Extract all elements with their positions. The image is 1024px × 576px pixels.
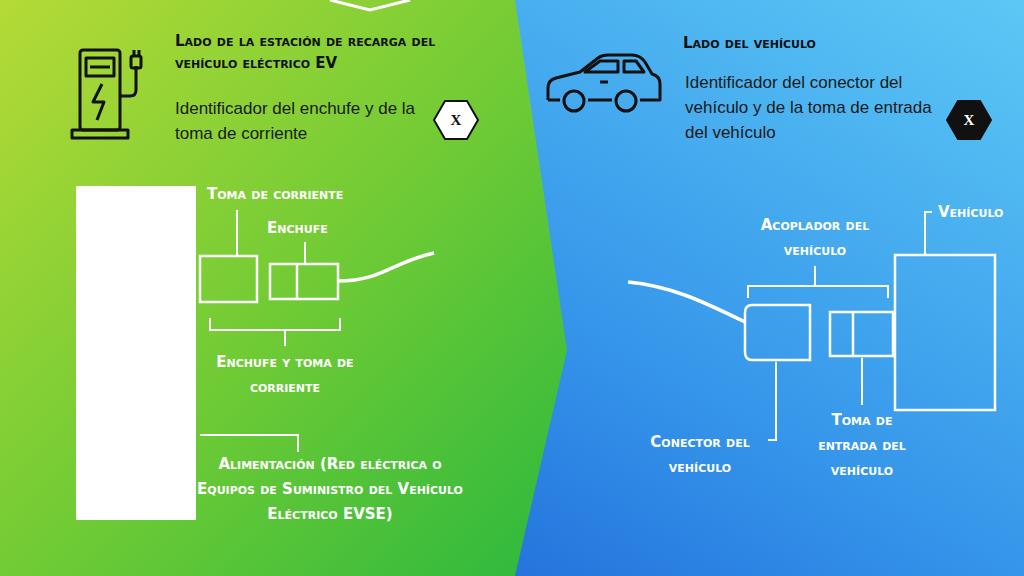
side-heading: Lado de la estación de recarga del vehíc… — [175, 30, 485, 74]
evse-wall — [76, 186, 196, 520]
plug — [270, 264, 338, 299]
green-panel — [0, 0, 567, 576]
part-label: Toma de entrada del vehículo — [802, 408, 922, 483]
side-description: Identificador del enchufe y de la toma d… — [175, 96, 425, 146]
top-chevron — [330, 0, 410, 10]
part-label: Conector del vehículo — [632, 430, 768, 480]
connector-cable — [628, 282, 745, 322]
socket-outlet — [200, 256, 257, 302]
identifier-hexagon: X — [433, 99, 479, 141]
vehicle-body — [895, 255, 995, 410]
vehicle-inlet — [830, 312, 893, 356]
part-label: Toma de corriente — [207, 182, 343, 207]
charger-icon — [72, 50, 141, 138]
part-label: Enchufe y toma de corriente — [205, 350, 365, 400]
leader-lines-left — [200, 210, 340, 452]
part-label: Alimentación (Red eléctrica o Equipos de… — [195, 452, 465, 527]
part-label: Enchufe — [267, 216, 328, 241]
car-icon — [548, 55, 660, 111]
side-heading: Lado del vehículo — [683, 32, 983, 54]
identifier-letter: X — [946, 99, 992, 141]
vehicle-connector — [745, 305, 810, 360]
identifier-hexagon: X — [946, 99, 992, 141]
part-label: Vehículo — [938, 200, 1003, 225]
part-label: Acoplador del vehículo — [740, 213, 890, 263]
identifier-letter: X — [433, 99, 479, 141]
plug-cable — [338, 253, 434, 281]
side-description: Identificador del conector del vehículo … — [685, 70, 940, 145]
